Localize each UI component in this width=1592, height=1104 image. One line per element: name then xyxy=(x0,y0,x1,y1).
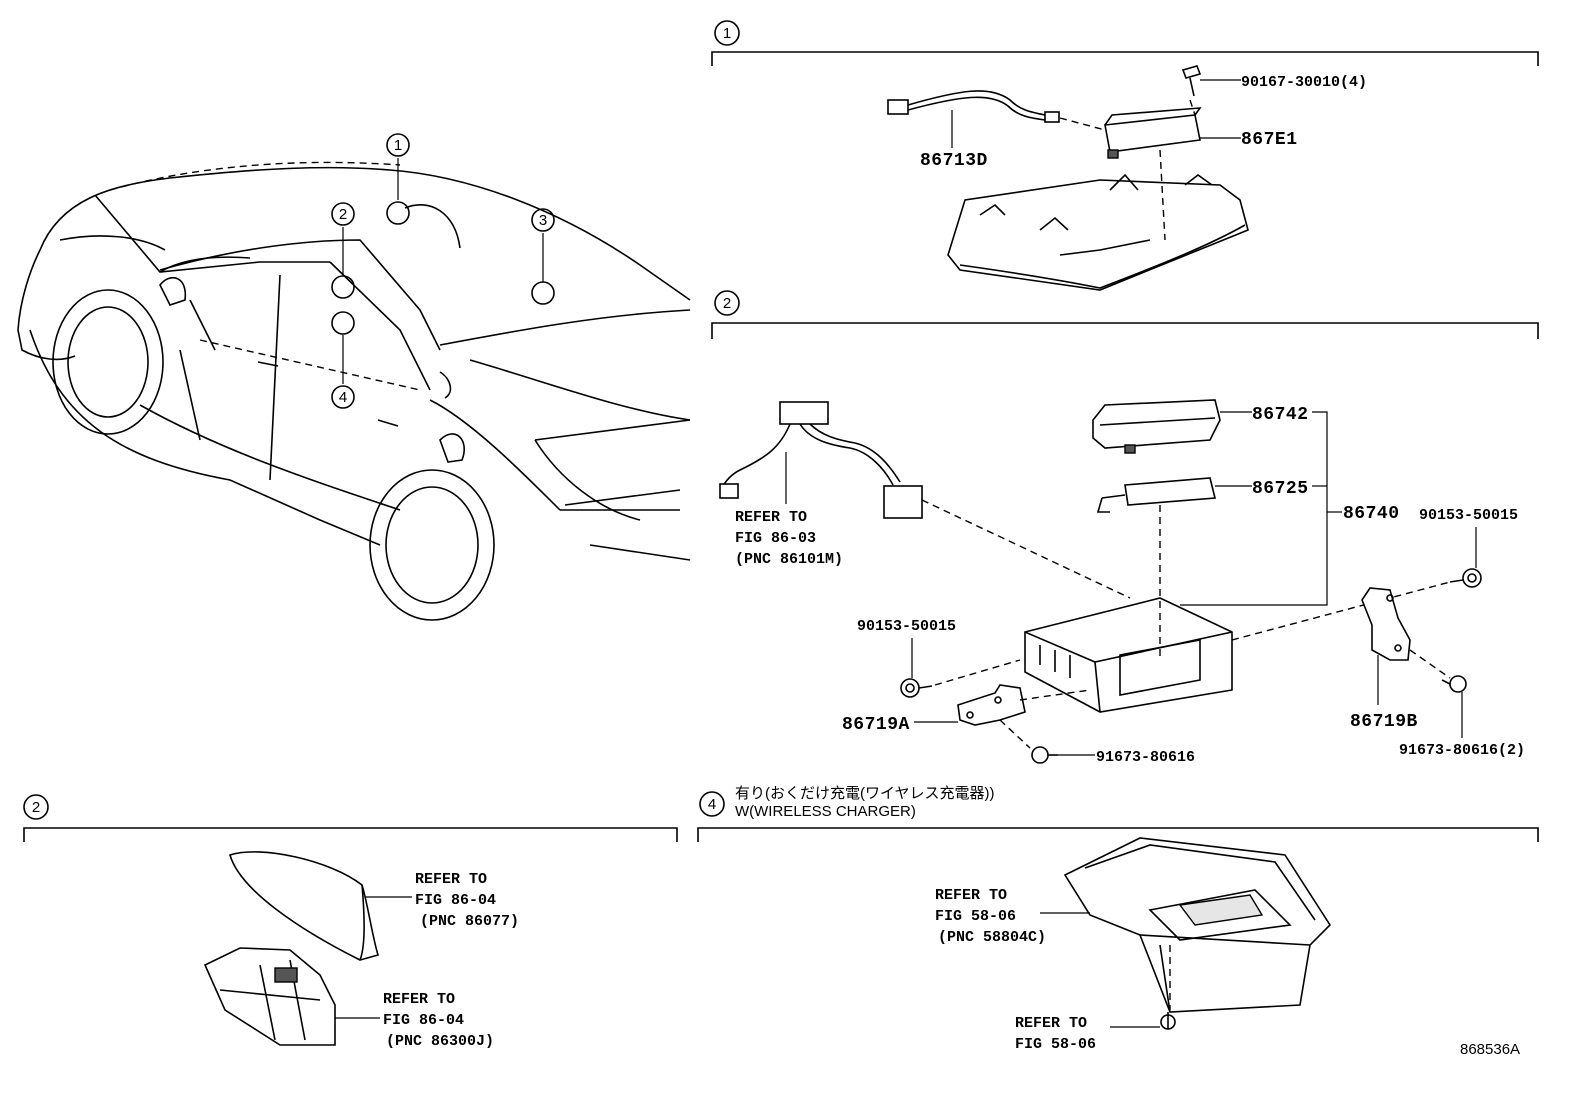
car-callout-2[interactable]: 2 xyxy=(331,202,355,299)
wire-harness-icon xyxy=(719,401,923,519)
overhead-console-icon xyxy=(947,173,1249,291)
section-number: 4 xyxy=(708,796,716,813)
shark-fin-cover-icon xyxy=(229,851,380,961)
car-overview-illustration xyxy=(17,161,691,621)
section-number: 2 xyxy=(32,799,40,816)
refer-fig-label[interactable]: FIG 86-04 xyxy=(415,892,496,909)
screw-icon xyxy=(1031,746,1058,764)
bolt-icon xyxy=(1449,568,1482,588)
car-callout-1[interactable]: 1 xyxy=(386,133,410,225)
refer-fig-label[interactable]: FIG 58-06 xyxy=(935,908,1016,925)
screw-icon xyxy=(1181,65,1202,97)
wireless-charger-icon xyxy=(1063,837,1332,1013)
section-number: 2 xyxy=(723,295,731,312)
screw-icon xyxy=(1441,675,1467,693)
part-label-86742[interactable]: 86742 xyxy=(1252,405,1309,425)
car-callout-3[interactable]: 3 xyxy=(531,208,555,305)
refer-pnc-label[interactable]: (PNC 86077) xyxy=(420,913,519,930)
bracket-b-icon xyxy=(1361,587,1411,661)
part-label-90153-50015-left[interactable]: 90153-50015 xyxy=(857,618,956,635)
refer-to-label[interactable]: REFER TO xyxy=(735,509,807,526)
bolt-icon xyxy=(900,678,933,698)
refer-fig-label[interactable]: FIG 86-04 xyxy=(383,1012,464,1029)
part-label-86719B[interactable]: 86719B xyxy=(1350,712,1418,732)
antenna-base-icon xyxy=(203,947,336,1046)
section-2-bottom: 2 REFER TO FIG 86-04 (PNC 86077) REFER T… xyxy=(23,794,678,1050)
callout-number: 1 xyxy=(394,137,402,154)
section-1: 1 90167-30010(4) 867E1 86713D xyxy=(711,20,1539,291)
refer-to-label[interactable]: REFER TO xyxy=(935,887,1007,904)
figure-code: 868536A xyxy=(1460,1041,1520,1058)
wire-harness-icon xyxy=(887,90,1060,123)
section-4: 4 有り(おくだけ充電(ワイヤレス充電器)) W(WIRELESS CHARGE… xyxy=(697,785,1539,1053)
section-2-right: 2 REFER TO FIG 86-03 (PNC 86101M) 86742 xyxy=(711,290,1539,766)
section-number: 1 xyxy=(723,25,731,42)
refer-fig-label[interactable]: FIG 86-03 xyxy=(735,530,816,547)
tuner-cover-icon xyxy=(1092,399,1221,454)
part-label-86713D[interactable]: 86713D xyxy=(920,151,988,171)
callout-number: 3 xyxy=(539,212,547,229)
screw-icon xyxy=(1160,1012,1176,1030)
car-callout-4[interactable]: 4 xyxy=(331,311,355,409)
part-label-86725[interactable]: 86725 xyxy=(1252,479,1309,499)
antenna-module-icon xyxy=(1096,477,1217,513)
option-note-english: W(WIRELESS CHARGER) xyxy=(735,803,916,820)
callout-number: 4 xyxy=(339,389,347,406)
refer-pnc-label[interactable]: (PNC 86101M) xyxy=(735,551,843,568)
control-module-icon xyxy=(1104,107,1202,159)
part-label-90167-30010[interactable]: 90167-30010(4) xyxy=(1241,74,1367,91)
refer-pnc-label[interactable]: (PNC 86300J) xyxy=(386,1033,494,1050)
telematics-unit-icon xyxy=(1024,597,1233,713)
part-label-86740[interactable]: 86740 xyxy=(1343,504,1400,524)
option-note-japanese: 有り(おくだけ充電(ワイヤレス充電器)) xyxy=(735,785,995,802)
callout-number: 2 xyxy=(339,206,347,223)
bracket-a-icon xyxy=(957,684,1026,726)
refer-pnc-label[interactable]: (PNC 58804C) xyxy=(938,929,1046,946)
part-label-867E1[interactable]: 867E1 xyxy=(1241,130,1298,150)
refer-to-label[interactable]: REFER TO xyxy=(1015,1015,1087,1032)
part-label-90153-50015-right[interactable]: 90153-50015 xyxy=(1419,507,1518,524)
part-label-91673-80616-2[interactable]: 91673-80616(2) xyxy=(1399,742,1525,759)
refer-to-label[interactable]: REFER TO xyxy=(383,991,455,1008)
part-label-91673-80616[interactable]: 91673-80616 xyxy=(1096,749,1195,766)
refer-to-label[interactable]: REFER TO xyxy=(415,871,487,888)
part-label-86719A[interactable]: 86719A xyxy=(842,715,910,735)
refer-fig-label[interactable]: FIG 58-06 xyxy=(1015,1036,1096,1053)
